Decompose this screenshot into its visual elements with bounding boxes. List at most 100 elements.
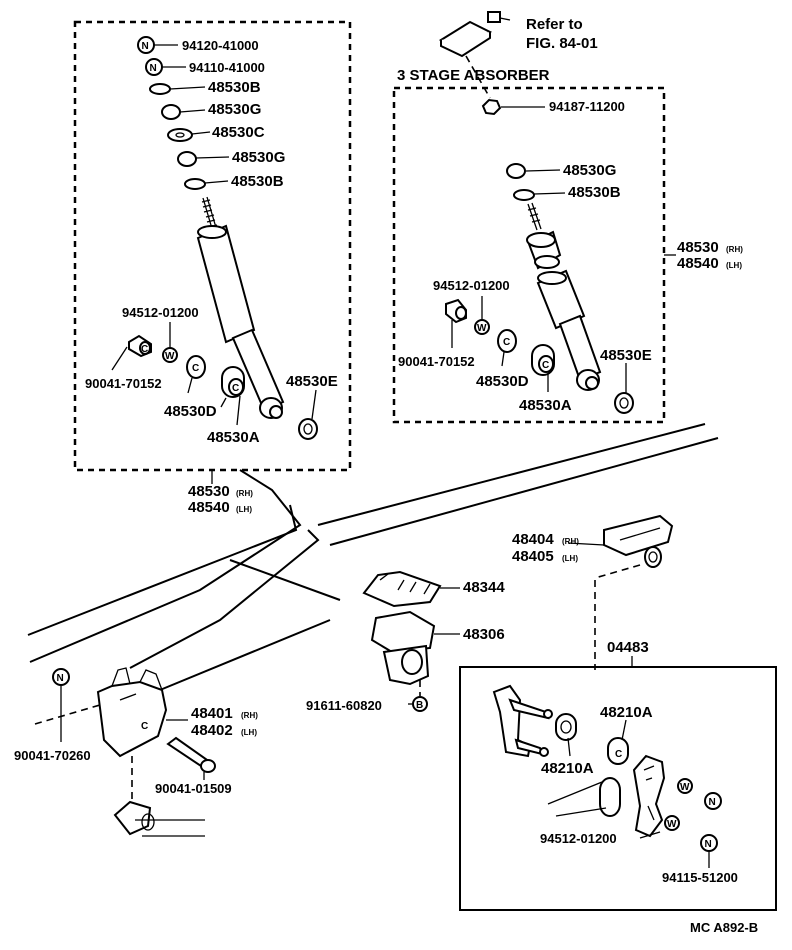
right-cushion-e: 48530E <box>600 347 652 414</box>
label-90041-70152-left: 90041-70152 <box>85 376 162 391</box>
label-48530B-bottom: 48530B <box>231 173 284 190</box>
cushion-g1: 48530G <box>161 101 261 120</box>
svg-text:N: N <box>705 839 712 850</box>
label-48210A-lower: 48210A <box>541 760 594 777</box>
label-48530B-right: 48530B <box>568 184 621 201</box>
label-48530B-top: 48530B <box>208 79 261 96</box>
left-cushion-e: 48530E <box>286 373 338 440</box>
label-94187-11200: 94187-11200 <box>549 99 625 114</box>
label-48210A-upper: 48210A <box>600 704 653 721</box>
svg-text:(RH): (RH) <box>726 245 743 254</box>
left-bush: 94512-01200 C 90041-70152 W <box>85 305 199 391</box>
cushion-g2: 48530G <box>177 149 285 167</box>
label-90041-01509: 90041-01509 <box>155 781 232 796</box>
left-cushion-d: C 48530D 48530A <box>164 366 260 446</box>
label-94115-51200: 94115-51200 <box>662 870 738 885</box>
svg-text:48405: 48405 <box>512 548 554 565</box>
svg-text:(RH): (RH) <box>236 489 253 498</box>
label-90041-70152-right: 90041-70152 <box>398 354 475 369</box>
label-48530C: 48530C <box>212 124 265 141</box>
right-washer-b: 48530B <box>513 184 621 201</box>
shackle-bush-a2: C 48210A <box>600 704 653 765</box>
svg-text:48402: 48402 <box>191 722 233 739</box>
shackle-sleeve: 94512-01200 <box>540 777 661 846</box>
shackle-plate-right <box>632 754 666 838</box>
svg-text:N: N <box>142 41 149 52</box>
label-94110-41000: 94110-41000 <box>189 60 265 75</box>
shackle-washers: W N W N 94115-51200 <box>662 778 738 885</box>
svg-text:N: N <box>57 673 64 684</box>
washer-b2: 48530B <box>184 173 284 190</box>
svg-text:(LH): (LH) <box>236 505 252 514</box>
svg-text:C: C <box>141 721 148 732</box>
svg-text:48530: 48530 <box>188 483 230 500</box>
label-94512-01200-shackle: 94512-01200 <box>540 831 617 846</box>
bolt-90041-01509: 90041-01509 <box>155 736 232 796</box>
n-washer-2: N 94110-41000 <box>145 58 265 76</box>
label-48530G-top: 48530G <box>208 101 261 118</box>
svg-text:48540: 48540 <box>188 499 230 516</box>
label-48530E-left: 48530E <box>286 373 338 390</box>
label-94512-01200-left: 94512-01200 <box>122 305 199 320</box>
bracket-48401: N 90041-70260 C 48401 (RH) 48402 (LH) <box>14 667 258 800</box>
right-shock-absorber <box>526 202 602 391</box>
svg-text:W: W <box>477 323 487 334</box>
right-bush: 94512-01200 90041-70152 W <box>398 278 510 369</box>
label-48530D-left: 48530D <box>164 403 217 420</box>
right-n-nut: 94187-11200 <box>481 98 625 116</box>
svg-text:W: W <box>667 819 677 830</box>
footer-code: MC A892-B <box>690 920 758 935</box>
label-04483: 04483 <box>607 639 649 656</box>
label-48530G-mid: 48530G <box>232 149 285 166</box>
refer-line-1: Refer to <box>526 16 583 33</box>
right-cushion-d: C 48530A <box>519 344 572 414</box>
svg-text:C: C <box>542 360 549 371</box>
label-94120-41000: 94120-41000 <box>182 38 259 53</box>
svg-text:(LH): (LH) <box>241 728 257 737</box>
bumper-48306: 48306 B 91611-60820 <box>306 610 505 713</box>
bracket-48404: 48404 (RH) 48405 (LH) <box>512 514 674 670</box>
washer-c1: 48530C <box>167 124 265 142</box>
label-48530E-right: 48530E <box>600 347 652 364</box>
right-assembly-label: 48530 (RH) 48540 (LH) <box>664 239 743 272</box>
refer-connector: Refer to FIG. 84-01 <box>438 11 598 99</box>
svg-text:C: C <box>232 383 239 394</box>
svg-text:C: C <box>141 344 148 355</box>
shackle-bush-a1: 48210A <box>541 713 594 777</box>
svg-text:C: C <box>503 337 510 348</box>
svg-text:B: B <box>416 700 423 711</box>
svg-text:C: C <box>615 749 622 760</box>
svg-text:W: W <box>680 782 690 793</box>
leaf-spring-eye <box>113 800 205 837</box>
svg-text:C: C <box>192 363 199 374</box>
left-shock-absorber <box>196 196 285 419</box>
svg-text:48530: 48530 <box>677 239 719 256</box>
n-washer-1: N 94120-41000 <box>137 36 259 54</box>
label-91611-60820: 91611-60820 <box>306 698 382 713</box>
label-48530D-right: 48530D <box>476 373 529 390</box>
label-48530A-left: 48530A <box>207 429 260 446</box>
frame-rails <box>27 423 719 725</box>
svg-text:(RH): (RH) <box>241 711 258 720</box>
shackle-plate-left <box>492 684 553 758</box>
svg-text:W: W <box>165 351 175 362</box>
svg-text:N: N <box>709 797 716 808</box>
washer-b1: 48530B <box>149 79 261 96</box>
label-48344: 48344 <box>463 579 505 596</box>
pad-48344: 48344 <box>362 570 505 608</box>
label-48530G-right: 48530G <box>563 162 616 179</box>
label-48530A-right: 48530A <box>519 397 572 414</box>
refer-line-2: FIG. 84-01 <box>526 35 598 52</box>
right-cushion-g: 48530G <box>506 162 616 179</box>
svg-text:48401: 48401 <box>191 705 233 722</box>
svg-text:48540: 48540 <box>677 255 719 272</box>
svg-text:48404: 48404 <box>512 531 554 548</box>
label-90041-70260: 90041-70260 <box>14 748 91 763</box>
right-cushion-c: C 48530D <box>476 329 529 390</box>
left-cushion-c: C <box>186 355 206 394</box>
svg-text:(LH): (LH) <box>562 554 578 563</box>
svg-text:(LH): (LH) <box>726 261 742 270</box>
three-stage-title: 3 STAGE ABSORBER <box>397 67 550 84</box>
svg-text:N: N <box>150 63 157 74</box>
